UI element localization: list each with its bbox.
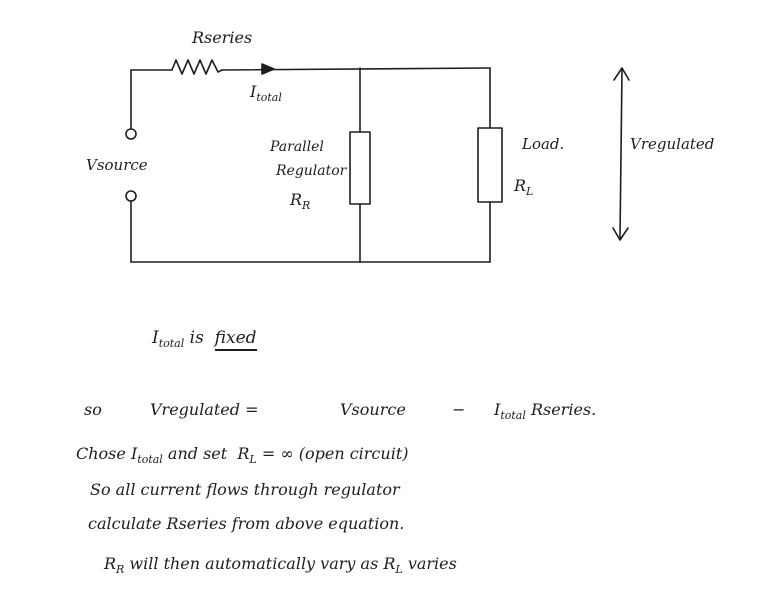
heading-fixed: fixed (214, 328, 257, 351)
heading-i: I (152, 328, 159, 348)
line1-rseries: Rseries. (525, 400, 597, 419)
regulator-label-line2: Regulator (276, 163, 347, 179)
line5-r-sub: R (116, 563, 125, 576)
itotal-main: I (250, 82, 257, 101)
heading-mid: is (184, 328, 210, 348)
rl-main: R (514, 176, 527, 195)
load-label: Load. (522, 135, 565, 153)
load-resistor-box (477, 127, 503, 203)
regulator-label-line1: Parallel (270, 139, 324, 155)
note-line1-vsource: Vsource (340, 400, 406, 419)
parallel-regulator-box (349, 131, 371, 205)
rseries-resistor (171, 59, 223, 75)
regulator-label-rr: RR (290, 190, 310, 212)
vregulated-label: Vregulated (630, 135, 715, 153)
note-line1-so: so (84, 400, 102, 419)
heading-i-sub: total (158, 337, 185, 350)
line5-mid: will then automatically vary as R (124, 554, 396, 573)
note-line3: So all current flows through regulator (90, 480, 400, 499)
line5-rl-sub: L (395, 563, 403, 576)
line5-r: R (104, 554, 117, 573)
current-arrow (261, 63, 275, 75)
rr-main: R (290, 190, 303, 209)
load-rl-label: RL (514, 176, 533, 198)
line5-post: varies (402, 554, 457, 573)
note-line5: RR will then automatically vary as RL va… (104, 554, 457, 576)
note-line1-minus: − (452, 400, 466, 419)
note-line1-itotal: Itotal Rseries. (494, 400, 597, 422)
rseries-label: Rseries (192, 28, 253, 47)
line2-mid: and set R (162, 444, 250, 463)
note-line1-lhs: Vregulated = (150, 400, 259, 419)
line2-pre: Chose (76, 444, 131, 463)
line1-i: I (494, 400, 501, 419)
vregulated-arrow-top (613, 67, 630, 81)
line2-i: I (130, 444, 138, 463)
vregulated-arrow-line (619, 69, 623, 239)
vregulated-arrow-bottom (612, 227, 629, 241)
itotal-sub: total (256, 91, 282, 104)
line2-i-sub: total (137, 453, 163, 466)
line1-i-sub: total (500, 409, 526, 422)
note-line4: calculate Rseries from above equation. (88, 514, 405, 533)
rl-sub: L (526, 185, 534, 198)
itotal-label: Itotal (250, 82, 282, 104)
rr-sub: R (302, 199, 311, 212)
vsource-label: Vsource (86, 156, 148, 174)
line2-post: = ∞ (open circuit) (256, 444, 409, 463)
note-line2: Chose Itotal and set RL = ∞ (open circui… (76, 444, 409, 466)
note-heading: Itotal is fixed (152, 328, 257, 351)
source-terminal-bottom (125, 190, 137, 202)
line2-rl-sub: L (249, 453, 257, 466)
source-terminal-top (125, 128, 137, 140)
